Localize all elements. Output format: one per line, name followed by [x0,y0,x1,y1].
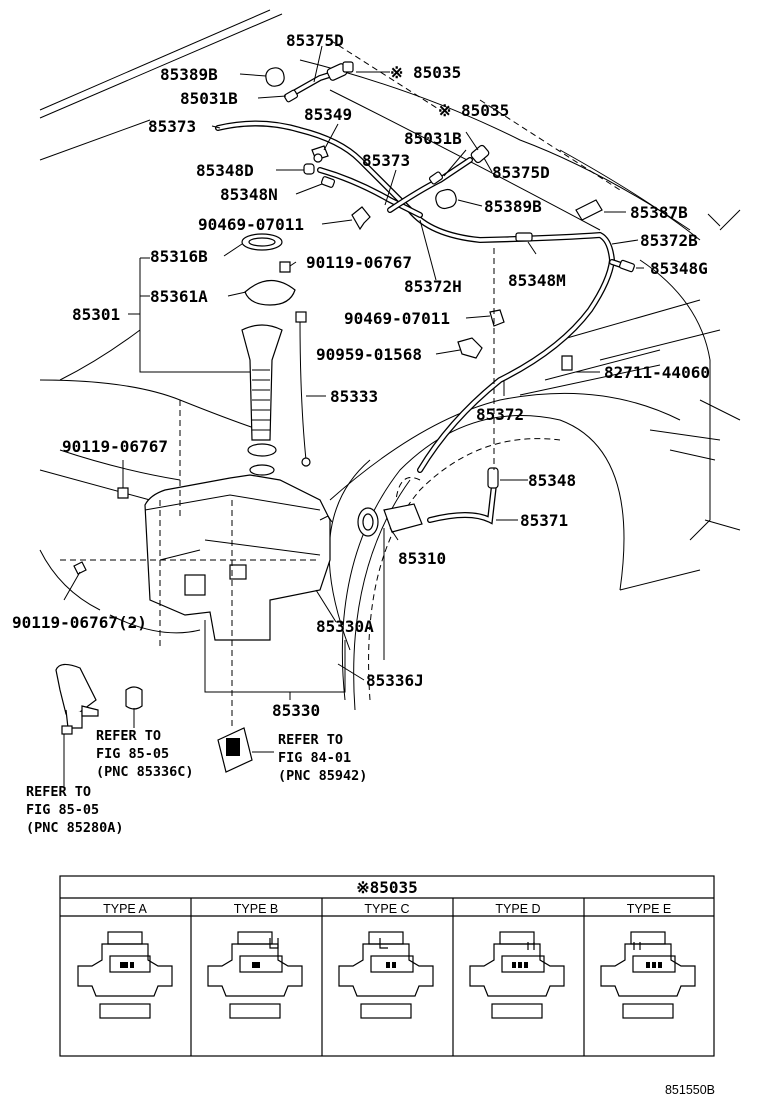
label-85031B-top: 85031B [180,89,238,108]
ref-c-line1: REFER TO [26,784,91,800]
motor-and-grommet [55,663,274,786]
label-85301: 85301 [72,305,120,324]
label-85372B: 85372B [640,231,698,250]
type-table: ※85035 TYPE A TYPE B TYPE C TYPE D TYPE … [59,875,715,1057]
label-85375D-mid: 85375D [492,163,550,182]
label-85336J: 85336J [366,671,424,690]
label-85349: 85349 [304,105,352,124]
label-90959-01568: 90959-01568 [316,345,422,364]
label-85375D-top: 85375D [286,31,344,50]
washer-tank [73,324,333,641]
label-90119-06767-b: 90119-06767 [62,437,168,456]
ref-a-line2: FIG 85-05 [96,746,169,762]
type-c-header: TYPE C [364,902,409,916]
ref-a-line3: (PNC 85336C) [96,764,194,780]
type-d-header: TYPE D [495,902,540,916]
label-85371: 85371 [520,511,568,530]
label-85389B-mid: 85389B [484,197,542,216]
label-85387B: 85387B [630,203,688,222]
label-85373-mid: 85373 [362,151,410,170]
label-85389B-top: 85389B [160,65,218,84]
type-b-header: TYPE B [234,902,278,916]
label-85316B: 85316B [150,247,208,266]
label-85348N: 85348N [220,185,278,204]
ref-c-line2: FIG 85-05 [26,802,99,818]
car-body-outline [39,9,741,711]
figure-code: 851550B [665,1083,715,1097]
nozzle-type-b [207,931,303,1019]
ref-b-line3: (PNC 85942) [278,768,367,784]
type-a-header: TYPE A [103,902,147,916]
label-85372: 85372 [476,405,524,424]
label-85348M: 85348M [508,271,566,290]
label-85031B-mid: 85031B [404,129,462,148]
label-85361A: 85361A [150,287,208,306]
type-table-title: ※85035 [356,878,418,897]
leader-lines [60,45,721,730]
ref-c-line3: (PNC 85280A) [26,820,124,836]
ref-b-line2: FIG 84-01 [278,750,351,766]
label-85348D: 85348D [196,161,254,180]
label-85035-top: ※ 85035 [390,63,461,82]
label-85348: 85348 [528,471,576,490]
ref-b-line1: REFER TO [278,732,343,748]
type-e-header: TYPE E [627,902,671,916]
label-85330A: 85330A [316,617,374,636]
label-85035-mid: ※ 85035 [438,101,509,120]
label-85372H: 85372H [404,277,462,296]
label-90119-06767-a: 90119-06767 [306,253,412,272]
label-85333: 85333 [330,387,378,406]
connectors-and-nozzles [241,61,635,537]
label-85330: 85330 [272,701,320,720]
label-90469-07011-a: 90469-07011 [198,215,304,234]
part-labels: 85375D 85389B ※ 85035 85031B 85349 85373… [12,31,710,720]
label-82711-44060: 82711-44060 [604,363,710,382]
reference-notes: REFER TO FIG 85-05 (PNC 85336C) REFER TO… [26,728,367,836]
nozzle-type-e [600,931,696,1019]
nozzle-type-d [469,931,565,1019]
label-90119-06767-2: 90119-06767(2) [12,613,147,632]
label-90469-07011-b: 90469-07011 [344,309,450,328]
label-85310: 85310 [398,549,446,568]
nozzle-type-c [338,931,434,1019]
nozzle-type-a [77,931,173,1019]
label-85348G: 85348G [650,259,708,278]
label-85373-left: 85373 [148,117,196,136]
ref-a-line1: REFER TO [96,728,161,744]
